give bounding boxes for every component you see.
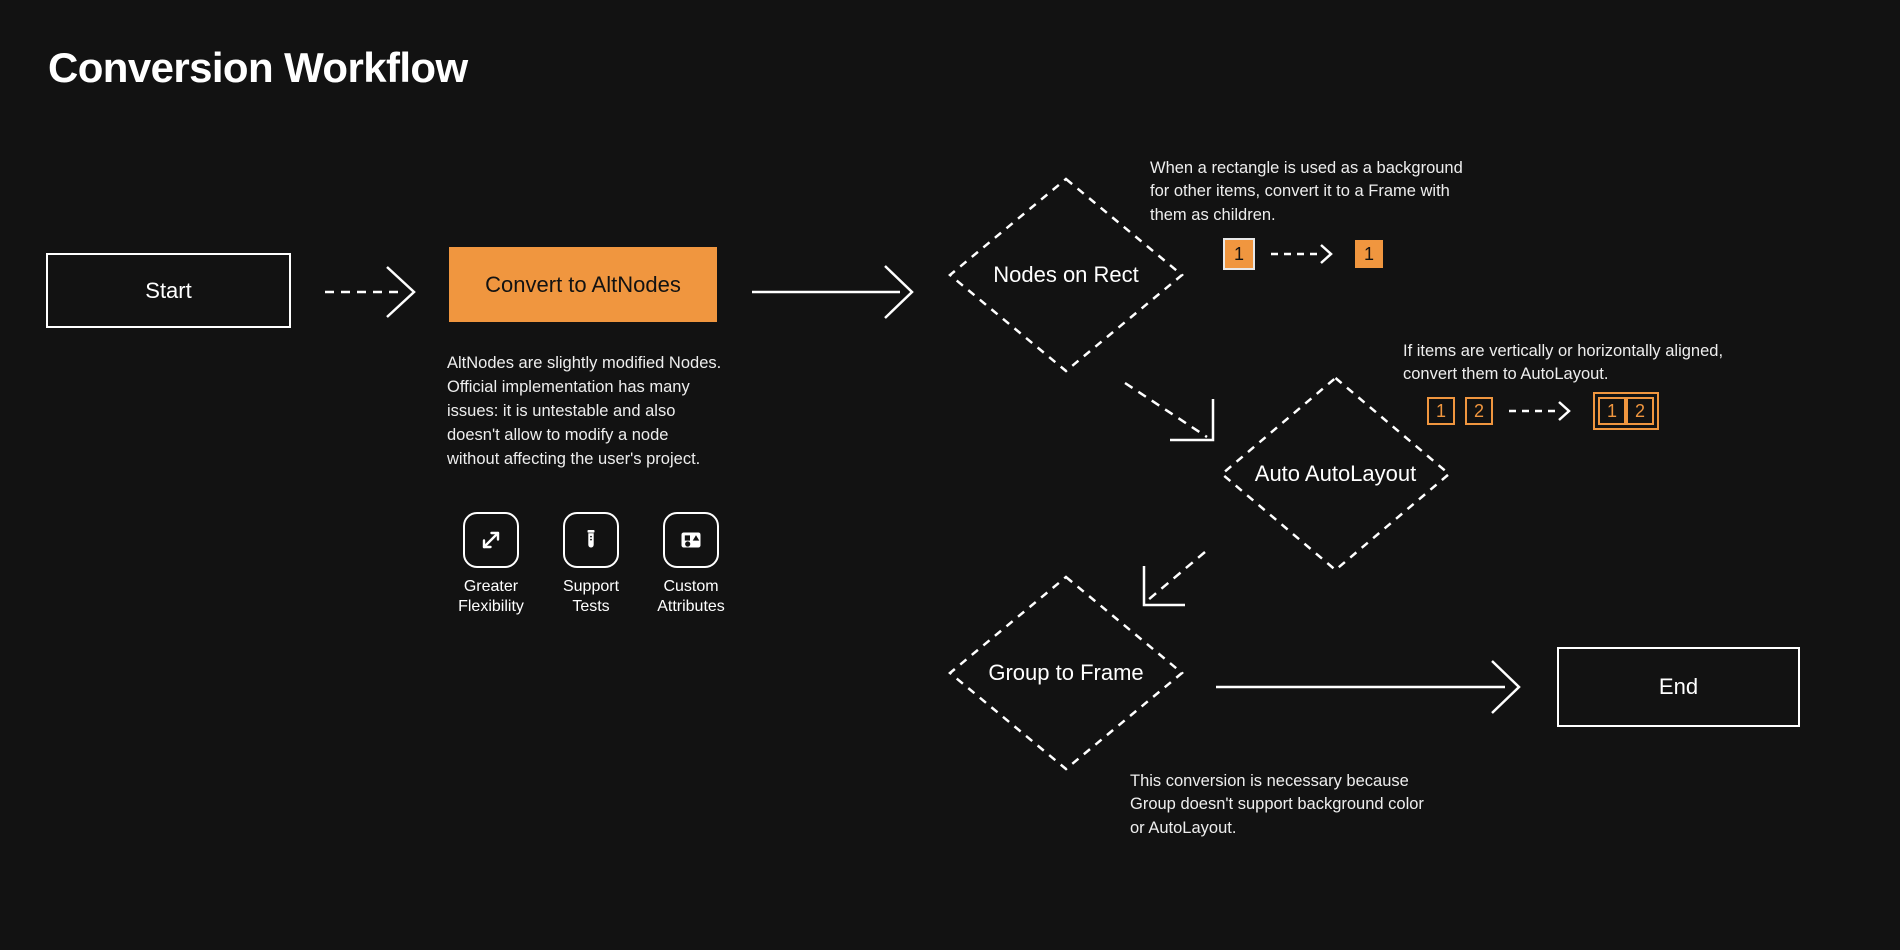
page-title: Conversion Workflow — [48, 44, 468, 91]
feature-label-line1: Support — [562, 578, 620, 595]
test-tube-icon — [563, 512, 619, 568]
feature-custom-attributes: Custom Attributes — [652, 512, 730, 617]
feature-support-tests: Support Tests — [552, 512, 630, 617]
example-chip-before-1: 1 — [1427, 397, 1455, 425]
feature-label-line2: Flexibility — [458, 598, 524, 615]
node-end-label: End — [1658, 674, 1699, 699]
node-auto-autolayout[interactable]: Auto AutoLayout — [1218, 374, 1453, 574]
node-group-to-frame[interactable]: Group to Frame — [946, 573, 1186, 773]
example-nodes-on-rect: 1 1 — [1223, 238, 1383, 270]
node-nodes-on-rect-label: Nodes on Rect — [993, 262, 1139, 287]
node-start-label: Start — [145, 277, 192, 303]
feature-label: Greater Flexibility — [458, 577, 524, 617]
shapes-panel-icon — [663, 512, 719, 568]
annotation-group-to-frame: This conversion is necessary because Gro… — [1130, 772, 1424, 837]
feature-label: Support Tests — [563, 577, 619, 617]
example-chip-before: 1 — [1223, 238, 1255, 270]
feature-label-line1: Custom — [663, 578, 719, 595]
example-auto-autolayout: 1 2 1 2 — [1427, 392, 1659, 430]
node-auto-autolayout-label: Auto AutoLayout — [1254, 461, 1417, 486]
example-arrow-icon — [1509, 401, 1571, 421]
node-end[interactable]: End — [1557, 647, 1800, 727]
example-chips-after-frame: 1 2 — [1593, 392, 1659, 430]
feature-label-line2: Attributes — [657, 598, 725, 615]
edge-nodes-on-rect-to-auto-autolayout — [1124, 381, 1215, 442]
example-chip-after-1: 1 — [1598, 397, 1626, 425]
convert-description: AltNodes are slightly modified Nodes. Of… — [447, 354, 722, 468]
expand-arrows-icon — [463, 512, 519, 568]
node-group-to-frame-label: Group to Frame — [988, 660, 1144, 685]
example-chip-after-2: 2 — [1626, 397, 1654, 425]
feature-label: Custom Attributes — [657, 577, 725, 617]
example-chip-after: 1 — [1355, 240, 1383, 268]
example-arrow-icon — [1271, 244, 1333, 264]
example-chips-before: 1 2 — [1427, 397, 1493, 425]
node-start[interactable]: Start — [46, 253, 291, 328]
example-chip-before-2: 2 — [1465, 397, 1493, 425]
feature-greater-flexibility: Greater Flexibility — [452, 512, 530, 617]
annotation-auto-autolayout: If items are vertically or horizontally … — [1403, 342, 1724, 384]
feature-list: Greater Flexibility Support Tests — [452, 512, 732, 617]
edge-group-to-frame-to-end — [1216, 660, 1521, 714]
feature-label-line1: Greater — [463, 578, 519, 595]
edge-start-to-convert — [325, 266, 416, 318]
feature-label-line2: Tests — [572, 598, 610, 615]
node-convert-to-altnodes[interactable]: Convert to AltNodes — [449, 247, 717, 322]
node-nodes-on-rect[interactable]: Nodes on Rect — [946, 175, 1186, 375]
edge-convert-to-nodes-on-rect — [752, 265, 914, 319]
annotation-nodes-on-rect: When a rectangle is used as a background… — [1150, 159, 1463, 224]
node-convert-label: Convert to AltNodes — [485, 271, 681, 297]
